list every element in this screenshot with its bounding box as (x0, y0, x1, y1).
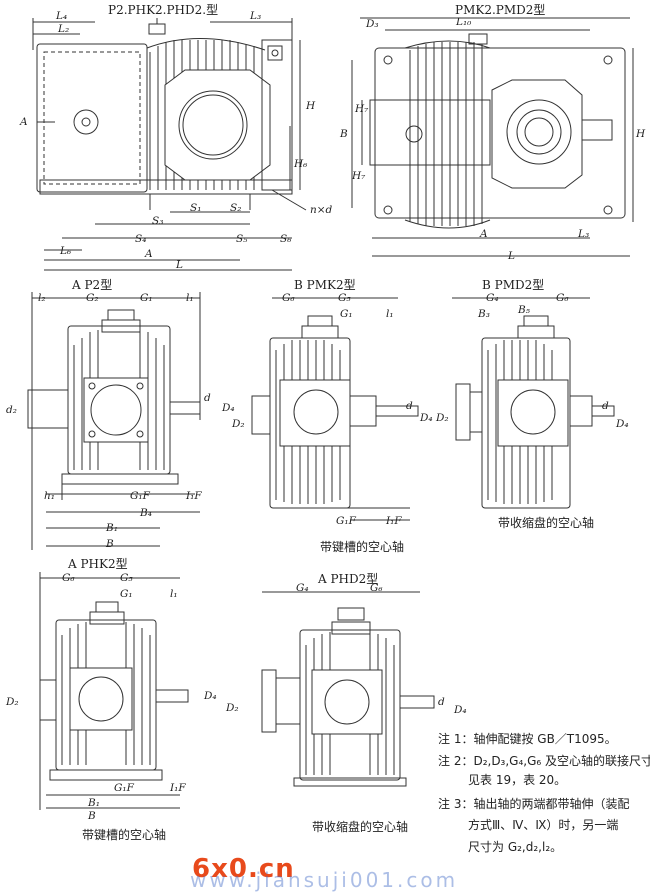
dim-b-phk2: B (88, 810, 96, 822)
dim-d2-p2: d₂ (6, 404, 17, 416)
dim-d2-pmd2: D₂ (436, 412, 449, 424)
dim-d-pmk2: d (406, 400, 413, 412)
dim-l-left: L (176, 259, 183, 271)
dim-h6: H₆ (294, 158, 308, 170)
dim-d4-pmd2: D₄ (616, 418, 629, 430)
dim-h7-lower: H₇ (352, 170, 366, 182)
view-p2-side (33, 18, 306, 270)
dim-gif-p2: G₁F (130, 490, 150, 502)
dim-d-p2: d (204, 392, 211, 404)
watermark-logo: 6x0.cn (192, 854, 295, 884)
dim-a-right: A (480, 228, 488, 240)
view-a-p2 (28, 292, 200, 550)
dim-iif-phk2: I₁F (170, 782, 186, 794)
dim-l3: L₃ (250, 10, 262, 22)
dim-s3: S₃ (152, 215, 164, 227)
dim-a-bottom: A (145, 248, 153, 260)
dim-iif-pmk2: I₁F (386, 515, 402, 527)
dim-d2-pmk2: D₂ (232, 418, 245, 430)
note-3: 注 3：轴出轴的两端都带轴伸（装配 (438, 797, 630, 811)
title-b-pmk2: B PMK2型 (294, 278, 356, 292)
dim-s4: S₄ (135, 233, 147, 245)
dim-d-phd2: d (438, 696, 445, 708)
note-3-cont-1: 方式Ⅲ、Ⅳ、Ⅸ）时，另一端 (468, 818, 619, 832)
dim-g6-phd2: G₆ (370, 582, 383, 594)
dim-d2-phd2: D₂ (226, 702, 239, 714)
view-pmk2-side (352, 18, 633, 256)
note-3-cont-2: 尺寸为 G₂,d₂,l₂。 (468, 840, 563, 854)
note-2: 注 2：D₂,D₃,G₄,G₆ 及空心轴的联接尺寸 (438, 754, 650, 768)
title-top-left: P2.PHK2.PHD2.型 (108, 3, 219, 17)
dim-b1-phk2: B₁ (88, 797, 100, 809)
view-b-pmk2 (252, 298, 418, 520)
view-a-phk2 (40, 572, 188, 810)
dim-d4-pmk2: D₄ (222, 402, 235, 414)
title-top-right: PMK2.PMD2型 (455, 3, 546, 17)
dim-l-right: L (508, 250, 515, 262)
dim-g1-p2: G₁ (140, 292, 153, 304)
dim-b4-p2: B₄ (140, 507, 152, 519)
dim-g6-phk2: G₆ (62, 572, 75, 584)
dim-g6-pmd2: G₆ (556, 292, 569, 304)
dim-g5-phk2: G₅ (120, 572, 133, 584)
view-a-phd2 (262, 592, 434, 786)
dim-l1-p2: l₁ (186, 292, 194, 304)
dim-iif-p2: I₁F (186, 490, 202, 502)
dim-gif-phk2: G₁F (114, 782, 134, 794)
dim-l2: L₂ (58, 23, 70, 35)
dim-g4-pmd2: G₄ (486, 292, 499, 304)
dim-gif-pmk2: G₁F (336, 515, 356, 527)
dim-nxd: n×d (310, 204, 333, 216)
dim-d4b-pmk2: D₄ (420, 412, 433, 424)
dim-d4-phk2: D₄ (204, 690, 217, 702)
dim-b3-pmd2: B₃ (478, 308, 490, 320)
note-1: 注 1：轴伸配键按 GB／T1095。 (438, 732, 617, 746)
dim-h-right: H (636, 128, 646, 140)
dim-l6: L₆ (60, 245, 72, 257)
dim-b-p2: B (106, 538, 114, 550)
dim-g2-p2: G₂ (86, 292, 99, 304)
note-2-cont: 见表 19，表 20。 (468, 773, 567, 787)
dim-d3: D₃ (366, 18, 379, 30)
dim-d-pmd2: d (602, 400, 609, 412)
dim-l4: L₄ (56, 10, 68, 22)
dim-d4-phd2: D₄ (454, 704, 467, 716)
view-b-pmd2 (452, 298, 614, 508)
dim-b-right: B (340, 128, 348, 140)
dim-s6: S₆ (280, 233, 292, 245)
caption-pmd2: 带收缩盘的空心轴 (498, 516, 595, 530)
dim-h1-p2: h₁ (44, 490, 55, 502)
dim-b5-pmd2: B₅ (518, 304, 530, 316)
title-b-pmd2: B PMD2型 (482, 278, 545, 292)
dim-l1-pmk2: l₁ (386, 308, 394, 320)
dim-l10: L₁₀ (456, 16, 472, 28)
dim-g5-pmk2: G₅ (338, 292, 351, 304)
dim-g6-pmk2: G₆ (282, 292, 295, 304)
dim-g1-pmk2: G₁ (340, 308, 353, 320)
dim-a-left: A (20, 116, 28, 128)
watermark-url: www.jiansuji001.com (190, 868, 459, 892)
dim-l2-p2: l₂ (38, 292, 46, 304)
dim-s1: S₁ (190, 202, 202, 214)
caption-pmk2: 带键槽的空心轴 (320, 540, 405, 554)
dim-g1-phk2: G₁ (120, 588, 133, 600)
dim-s2: S₂ (230, 202, 242, 214)
title-a-phk2: A PHK2型 (68, 557, 128, 571)
dim-s5: S₅ (236, 233, 248, 245)
dim-h-left: H (306, 100, 316, 112)
caption-phk2: 带键槽的空心轴 (82, 828, 167, 842)
dim-l1-phk2: l₁ (170, 588, 178, 600)
dim-l3-right: L₃ (578, 228, 590, 240)
dim-b1-p2: B₁ (106, 522, 118, 534)
dim-h7-upper: H₇ (355, 103, 369, 115)
dim-d2-phk2: D₂ (6, 696, 19, 708)
title-a-phd2: A PHD2型 (318, 572, 379, 586)
title-a-p2: A P2型 (72, 278, 113, 292)
caption-phd2: 带收缩盘的空心轴 (312, 820, 409, 834)
dim-g4-phd2: G₄ (296, 582, 309, 594)
